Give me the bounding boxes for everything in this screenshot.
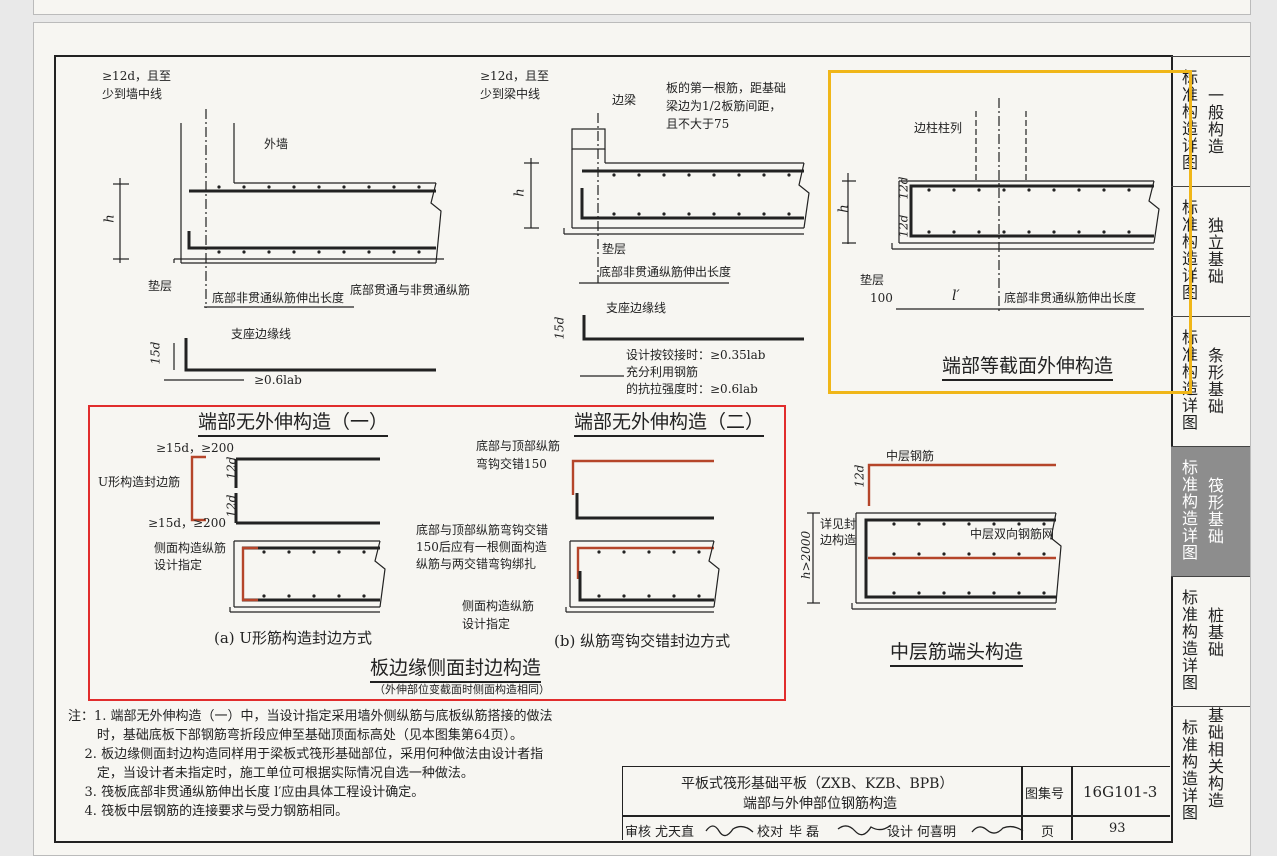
tb-page-number: 93 (1109, 821, 1126, 836)
tb-review-label: 审核 (625, 825, 652, 840)
tb-page-label: 页 (1041, 825, 1055, 840)
side-tab-raft-foundation[interactable]: 标准构造详图 筏形基础 (1171, 446, 1250, 577)
side-tab-label: 条形基础 (1207, 346, 1224, 416)
d2-anchor-label-2: 少到梁中线 (480, 87, 541, 101)
d2-support-label: 支座边缘线 (606, 301, 667, 315)
d2-beam-label: 边梁 (612, 93, 637, 107)
side-tab-label: 桩基础 (1207, 606, 1224, 659)
d2-cushion-label: 垫层 (602, 242, 627, 256)
d1-wall-label: 外墙 (264, 137, 289, 151)
d4a-title: 端部无外伸构造（一） (198, 407, 389, 437)
d4b-side-bars-2: 设计指定 (462, 617, 511, 631)
side-tab-label: 独立基础 (1207, 216, 1224, 286)
d4b-caption: (b) 纵筋弯钩交错封边方式 (554, 632, 731, 650)
d4-main-subtitle: （外伸部位变截面时侧面构造相同） (374, 683, 550, 696)
side-tab-related-details[interactable]: 标准构造详图 基础相关构造 (1171, 706, 1250, 840)
d4b-note-2: 弯钩交错150 (476, 457, 547, 471)
tb-design-label: 设计 (887, 825, 914, 840)
drawing-sheet: 标准构造详图 一般构造 标准构造详图 独立基础 标准构造详图 条形基础 标准构造… (33, 22, 1251, 856)
d4-main-title: 板边缘侧面封边构造 (370, 653, 542, 683)
tb-atlas-label: 图集号 (1025, 787, 1065, 802)
d3-column-label: 边柱柱列 (914, 121, 963, 135)
note-line: 3. 筏板底部非贯通纵筋伸出长度 l′应由具体工程设计确定。 (68, 785, 425, 800)
d5-mid-bars-label: 中层钢筋 (886, 449, 935, 463)
side-tab-label: 基础相关构造 (1207, 706, 1224, 810)
d3-title: 端部等截面外伸构造 (942, 351, 1114, 381)
side-tab-category: 标准构造详图 (1181, 458, 1198, 562)
previous-page-edge (33, 0, 1251, 15)
d2-condition-2: 充分利用钢筋 (626, 365, 699, 379)
note-line: 注：1. 端部无外伸构造（一）中，当设计指定采用墙外侧纵筋与底板纵筋搭接的做法 (68, 709, 553, 724)
d4a-ge15-top: ≥15d，≥200 (156, 441, 234, 455)
d1-height-label: h (102, 214, 118, 223)
d2-anchor-label: ≥12d，且至 (480, 69, 550, 83)
d2-note-line-1: 板的第一根筋，距基础 (666, 81, 787, 95)
d4a-ge15-bottom: ≥15d，≥200 (148, 516, 226, 530)
side-tab-category: 标准构造详图 (1181, 588, 1198, 692)
notes: 注：1. 端部无外伸构造（一）中，当设计指定采用墙外侧纵筋与底板纵筋搭接的做法 … (68, 707, 628, 821)
checker-signature (837, 824, 892, 836)
detail-drawings (113, 98, 1160, 613)
d4b-note-4: 150后应有一根侧面构造 (416, 540, 547, 554)
designer-signature (971, 825, 1024, 834)
d4a-side-bars: 侧面构造纵筋 (154, 541, 227, 555)
d1-extension-label: 底部非贯通纵筋伸出长度 (212, 291, 345, 305)
d1-bars-label: 底部贯通与非贯通纵筋 (350, 283, 471, 297)
tb-title-1: 平板式筏形基础平板（ZXB、KZB、BPB） (681, 776, 954, 792)
d4b-title: 端部无外伸构造（二） (574, 407, 765, 437)
note-line: 4. 筏板中层钢筋的连接要求与受力钢筋相同。 (68, 804, 349, 819)
side-tab-label: 筏形基础 (1207, 476, 1224, 546)
side-tab-isolated-footing[interactable]: 标准构造详图 独立基础 (1171, 186, 1250, 317)
d5-title: 中层筋端头构造 (890, 637, 1024, 667)
side-tab-category: 标准构造详图 (1181, 718, 1198, 822)
d4a-caption: (a) U形筋构造封边方式 (214, 629, 373, 647)
d2-extension-label: 底部非贯通纵筋伸出长度 (599, 265, 732, 279)
d4a-side-bars-2: 设计指定 (154, 558, 203, 572)
d2-note-line-3: 且不大于75 (666, 117, 730, 131)
note-line: 时，基础底板下部钢筋弯折段应伸至基础顶面标高处（见本图集第64页）。 (68, 728, 523, 743)
d3-cushion-label: 垫层 (860, 273, 885, 287)
side-tab-label: 一般构造 (1207, 86, 1224, 156)
tb-atlas-number: 16G101-3 (1083, 783, 1158, 801)
note-line: 定，当设计者未指定时，施工单位可根据实际情况自选一种做法。 (68, 766, 474, 781)
d4b-side-bars: 侧面构造纵筋 (462, 599, 535, 613)
reviewer-signature (705, 825, 754, 837)
d5-net-label: 中层双向钢筋网 (970, 527, 1055, 541)
d3-extension-label: 底部非贯通纵筋伸出长度 (1004, 291, 1137, 305)
d2-condition-1: 设计按铰接时：≥0.35lab (626, 348, 766, 362)
side-tab-pile-foundation[interactable]: 标准构造详图 桩基础 (1171, 576, 1250, 707)
highlight-box-yellow (828, 70, 1192, 394)
tb-check-label: 校对 (757, 825, 784, 840)
d2-note-line-2: 梁边为1/2板筋间距， (666, 99, 782, 113)
d3-lprime-label: l′ (952, 288, 960, 304)
tb-reviewer: 尤天直 (655, 825, 695, 840)
highlight-box-red (88, 405, 786, 701)
d2-height-label: h (512, 188, 528, 197)
d4b-note-1: 底部与顶部纵筋 (476, 439, 561, 453)
d3-100-label: 100 (870, 291, 893, 305)
tb-checker: 毕 磊 (789, 825, 820, 840)
d5-12d-label: 12d (852, 464, 867, 488)
d1-15d-label: 15d (148, 341, 163, 365)
tb-title-2: 端部与外伸部位钢筋构造 (743, 796, 897, 812)
d4b-note-3: 底部与顶部纵筋弯钩交错 (416, 523, 549, 537)
d4b-note-5: 纵筋与两交错弯钩绑扎 (416, 557, 537, 571)
d1-lab-label: ≥0.6lab (254, 373, 302, 387)
d1-anchor-label: ≥12d，且至 (102, 69, 172, 83)
d2-15d-label: 15d (552, 316, 567, 340)
d5-see-label-1: 详见封 (820, 517, 857, 531)
title-block: 平板式筏形基础平板（ZXB、KZB、BPB） 端部与外伸部位钢筋构造 图集号 1… (622, 766, 1170, 840)
d5-see-label-2: 边构造 (820, 533, 857, 547)
tb-designer: 何喜明 (917, 825, 957, 840)
d1-cushion-label: 垫层 (148, 279, 173, 293)
d2-condition-3: 的抗拉强度时：≥0.6lab (626, 382, 758, 396)
d4a-ushape-label: U形构造封边筋 (98, 475, 181, 489)
d1-support-label: 支座边缘线 (231, 327, 292, 341)
note-line: 2. 板边缘侧面封边构造同样用于梁板式筏形基础部位，采用何种做法由设计者指 (68, 747, 544, 762)
d5-height-label: h>2000 (799, 530, 814, 580)
d1-anchor-label-2: 少到墙中线 (102, 87, 163, 101)
